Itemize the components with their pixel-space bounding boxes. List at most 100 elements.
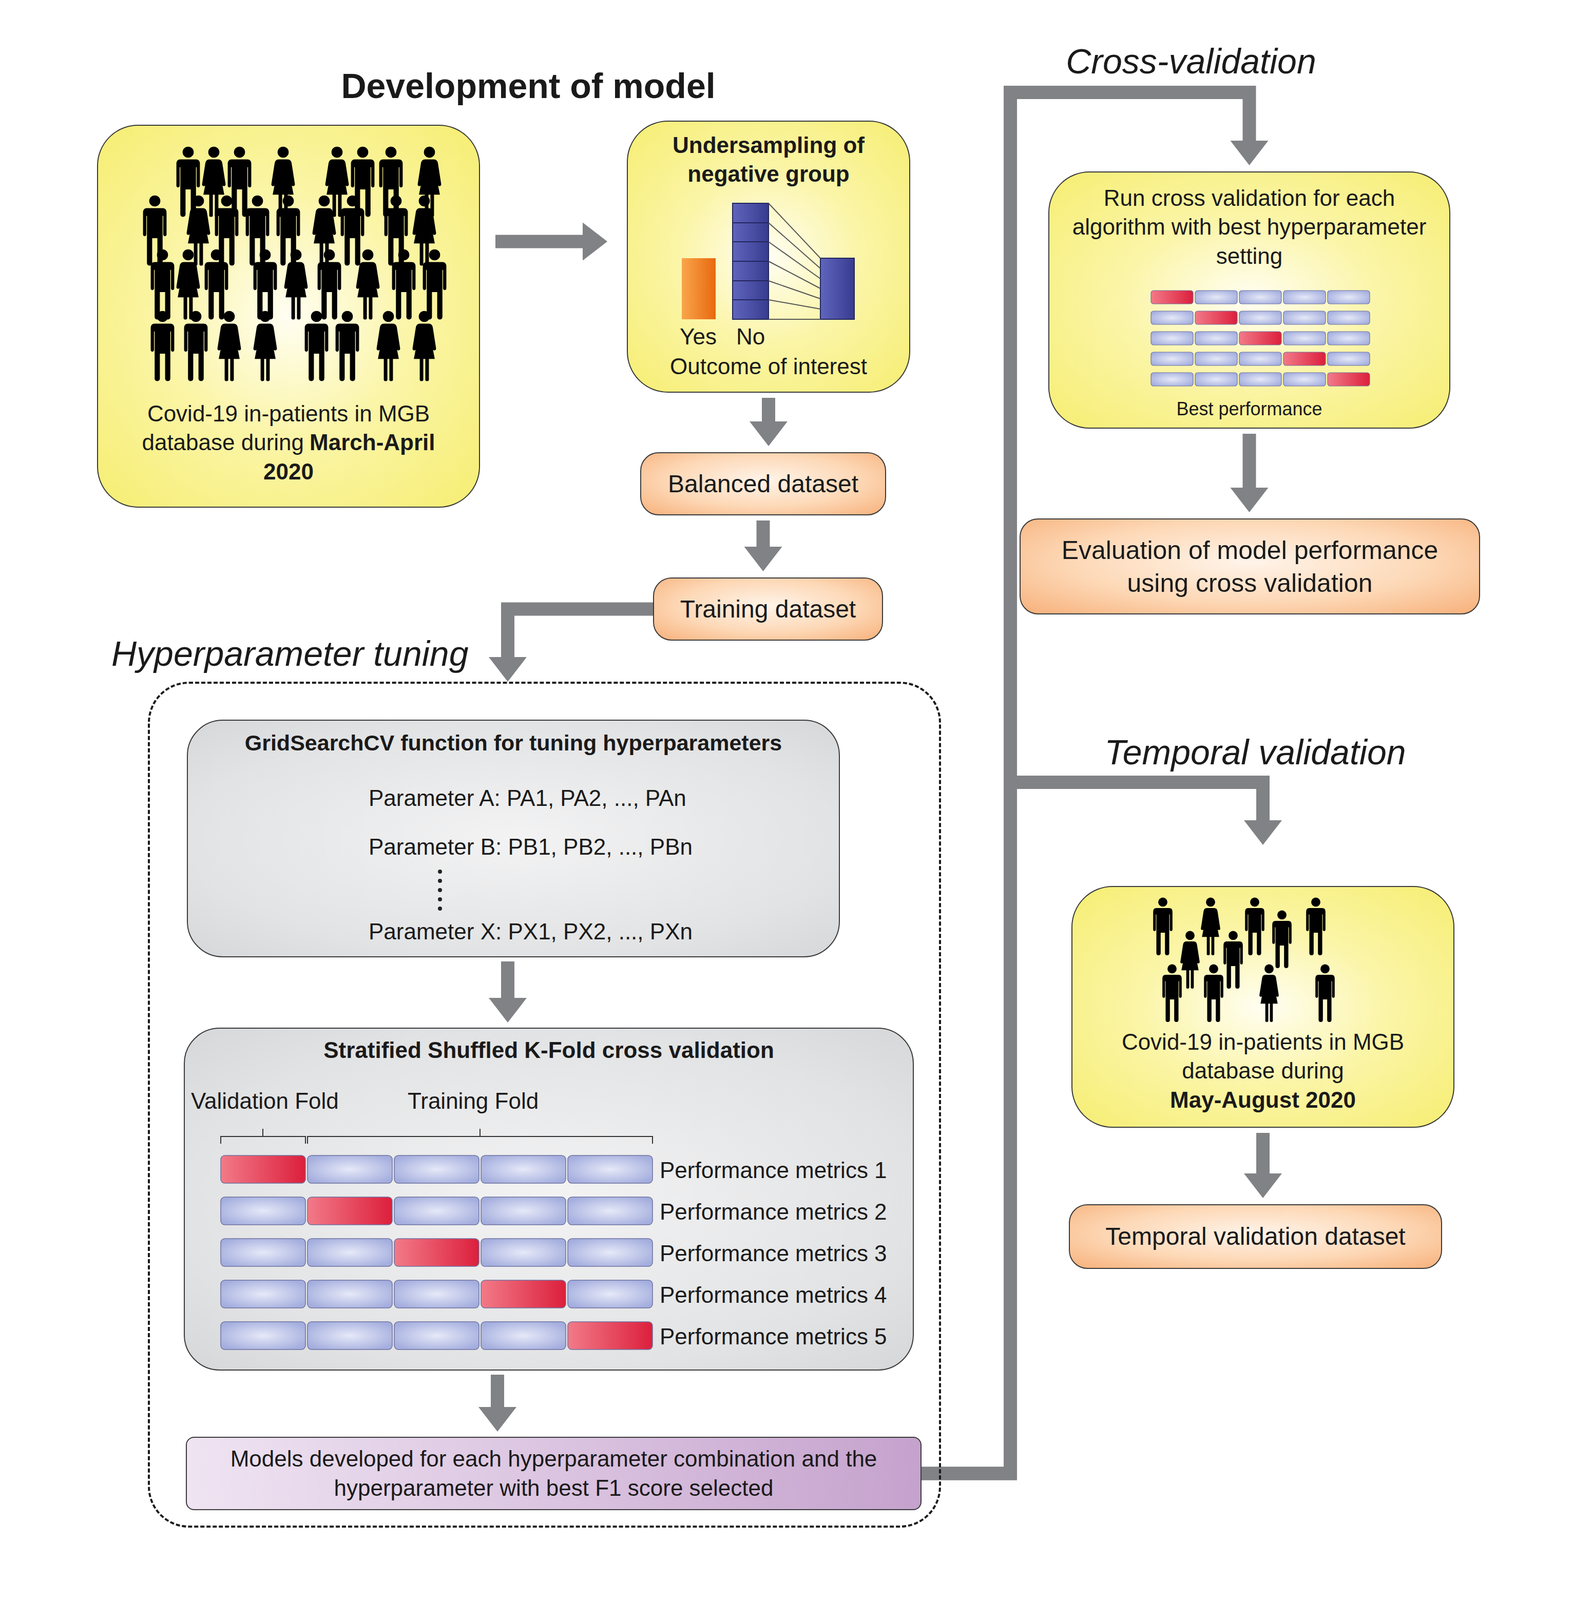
fold-cells <box>220 1155 653 1350</box>
bar-undersampled <box>820 258 855 320</box>
text-holder: Validation Fold <box>190 1086 339 1116</box>
node-label: Performance metrics 1 <box>659 1156 888 1185</box>
arrowhead <box>1243 1173 1282 1199</box>
diagram-title: Development of model <box>271 65 785 106</box>
node-label: Training Fold <box>407 1086 539 1116</box>
text-holder: Training dataset <box>664 593 872 625</box>
text-holder: Best performance <box>1049 398 1450 420</box>
text-holder: Temporal validation <box>1078 732 1433 773</box>
text-holder: Performance metrics 2 <box>659 1197 888 1227</box>
person-icon <box>325 146 350 218</box>
person-icon <box>379 146 404 218</box>
person-icon <box>1315 964 1335 1023</box>
arrowhead <box>744 546 783 572</box>
person-icon <box>376 311 401 382</box>
person-icon <box>1272 910 1292 969</box>
bracket <box>220 1128 306 1144</box>
evaluation-box: Evaluation of model performance using cr… <box>1019 518 1481 615</box>
person-icon <box>176 249 201 320</box>
arrowhead <box>478 1407 517 1432</box>
person-icon <box>417 146 442 218</box>
text-holder: Performance metrics 4 <box>659 1280 888 1310</box>
tuning-group: Hyperparameter tuning GridSearchCV funct… <box>147 681 942 1528</box>
text-holder: Models developed for each hyperparameter… <box>199 1444 909 1503</box>
population-box: Covid-19 in-patients in MGB database dur… <box>1071 886 1455 1128</box>
connector-line <box>490 1374 505 1408</box>
node-text: Run cross validation for each algorithm … <box>1069 183 1429 271</box>
arrowhead <box>1243 820 1282 846</box>
arrowhead <box>749 421 788 447</box>
dataset-box: Training dataset <box>653 577 884 641</box>
connector-arrow <box>478 1374 517 1432</box>
connector-arrow <box>1243 1133 1282 1199</box>
node-label: Parameter B: PB1, PB2, ..., PBn <box>368 832 693 862</box>
node-text: Models developed for each hyperparameter… <box>199 1444 909 1503</box>
text-holder: Development of model <box>271 65 785 106</box>
text-holder: Cross-validation <box>1026 41 1356 82</box>
node-text: Stratified Shuffled K-Fold cross validat… <box>193 1036 905 1065</box>
bar-negative <box>732 203 769 320</box>
dataset-box: Balanced dataset <box>640 452 887 516</box>
connector-arrow <box>495 222 608 261</box>
arrowhead <box>1230 140 1269 166</box>
person-icon <box>1200 897 1221 956</box>
connector-line <box>501 961 515 999</box>
person-icon <box>1203 964 1224 1023</box>
person-icon <box>335 311 360 382</box>
undersampling-box: Undersampling of negative groupOutcome o… <box>626 120 911 393</box>
section-heading: Temporal validation <box>1078 732 1433 773</box>
text-holder: Yes <box>667 324 730 350</box>
node-label: Outcome of interest <box>627 354 910 379</box>
person-icon <box>1306 897 1326 956</box>
connector-arrow <box>1230 433 1269 513</box>
result-box: Models developed for each hyperparameter… <box>185 1436 922 1511</box>
person-icon <box>340 195 365 266</box>
node-text: Covid-19 in-patients in MGB database dur… <box>1121 1029 1405 1084</box>
process-box: Stratified Shuffled K-Fold cross validat… <box>183 1027 914 1371</box>
node-label: Validation Fold <box>190 1086 339 1116</box>
arrowhead <box>1230 487 1269 513</box>
text-holder: Evaluation of model performance using cr… <box>1036 533 1464 600</box>
connector-line <box>495 235 584 249</box>
person-icon <box>351 146 375 218</box>
fan-lines <box>768 203 821 320</box>
person-icon <box>1223 931 1243 989</box>
text-holder: Balanced dataset <box>651 468 875 500</box>
person-icon <box>1259 964 1279 1023</box>
node-label: Performance metrics 3 <box>659 1239 888 1269</box>
node-label: Performance metrics 5 <box>659 1322 888 1352</box>
dataset-box: Temporal validation dataset <box>1068 1204 1443 1270</box>
node-label: Parameter A: PA1, PA2, ..., PAn <box>368 783 687 813</box>
axis-label: No <box>719 324 782 350</box>
cv-box: Run cross validation for each algorithm … <box>1048 171 1451 429</box>
person-icon <box>204 249 229 320</box>
person-icon <box>412 311 437 382</box>
connector-arrow <box>488 961 527 1023</box>
population-box: Covid-19 in-patients in MGB database dur… <box>97 124 481 508</box>
arrowhead <box>488 657 527 682</box>
text-holder: Run cross validation for each algorithm … <box>1069 183 1429 271</box>
person-icon <box>1162 964 1182 1023</box>
person-icon <box>284 249 309 320</box>
person-icon <box>217 311 242 382</box>
bar-segments <box>732 222 769 300</box>
node-text: Undersampling of negative group <box>638 130 899 189</box>
node-text: Balanced dataset <box>651 468 875 500</box>
fold-cells <box>1151 290 1370 387</box>
text-holder: Undersampling of negative group <box>638 130 899 189</box>
person-icon <box>253 249 278 320</box>
person-icon <box>356 249 380 320</box>
person-icon <box>202 146 226 218</box>
text-holder: Outcome of interest <box>627 354 910 379</box>
connector-arrow <box>749 397 788 447</box>
connector-line <box>1256 1133 1270 1175</box>
person-icon <box>227 146 252 218</box>
text-holder: Performance metrics 1 <box>659 1156 888 1185</box>
person-icon <box>423 249 447 320</box>
node-text: May-August 2020 <box>1092 1085 1433 1115</box>
arrowhead <box>582 222 608 261</box>
axis-label: Yes <box>667 324 730 350</box>
bar-positive <box>681 258 716 320</box>
